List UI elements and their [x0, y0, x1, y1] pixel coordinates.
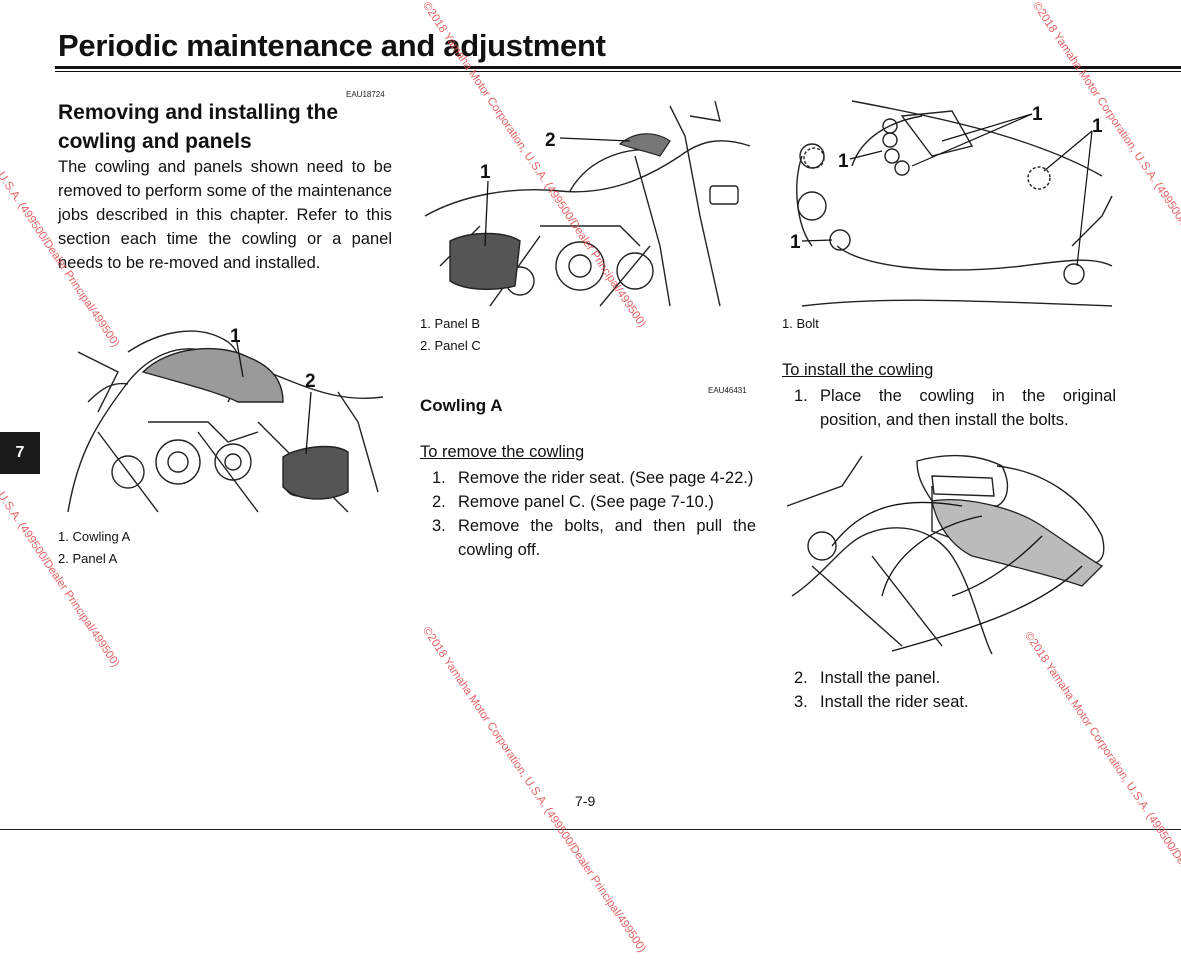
figure-label: 1: [480, 162, 491, 183]
list-item: 2.Remove panel C. (See page 7-10.): [432, 493, 714, 511]
install-steps: 1.Place the cowling in the original posi…: [782, 384, 1116, 432]
list-item: 3.Install the rider seat.: [794, 693, 969, 711]
remove-heading: To remove the cowling: [420, 443, 585, 461]
title-rule-thick: [55, 66, 1181, 69]
figure-label: 1: [838, 151, 849, 172]
subheading: Cowling A: [420, 396, 503, 415]
figure-label: 1: [230, 326, 241, 347]
caption: 2. Panel C: [420, 338, 481, 353]
doc-code: EAU18724: [346, 90, 385, 99]
chapter-tab: 7: [0, 432, 40, 474]
title-rule-thin: [55, 71, 1181, 72]
intro-paragraph: The cowling and panels shown need to be …: [58, 158, 392, 272]
install-heading: To install the cowling: [782, 361, 934, 379]
list-item: 2.Install the panel.: [794, 669, 941, 687]
caption: 1. Cowling A: [58, 529, 131, 544]
caption: 2. Panel A: [58, 551, 118, 566]
watermark: ©2018 Yamaha Motor Corporation, U.S.A. (…: [420, 625, 648, 955]
install-steps-continued: 2.Install the panel. 3.Install the rider…: [782, 666, 1116, 714]
list-item: 1.Place the cowling in the original posi…: [794, 387, 1116, 429]
caption: 1. Bolt: [782, 316, 819, 331]
figure-label: 2: [305, 371, 316, 392]
section-title: Removing and installing the cowling and …: [58, 101, 339, 153]
figure-label: 1: [1092, 116, 1103, 137]
figure-install-cowling: [782, 446, 1114, 656]
page-number: 7-9: [575, 793, 596, 809]
footer-rule: [0, 829, 1181, 830]
page-title: Periodic maintenance and adjustment: [58, 28, 606, 63]
list-item: 1.Remove the rider seat. (See page 4-22.…: [432, 469, 754, 487]
figure-label: 1: [790, 232, 801, 253]
figure-panels-b-c: 1 2: [420, 96, 758, 310]
caption: 1. Panel B: [420, 316, 480, 331]
figure-label: 1: [1032, 104, 1043, 125]
remove-steps: 1.Remove the rider seat. (See page 4-22.…: [420, 466, 756, 562]
figure-label: 2: [545, 130, 556, 151]
figure-cowling-a: 1 2: [58, 312, 390, 522]
doc-code: EAU46431: [708, 386, 747, 395]
list-item: 3.Remove the bolts, and then pull the co…: [432, 517, 756, 559]
figure-bolts: 1 1 1 1: [782, 96, 1114, 310]
